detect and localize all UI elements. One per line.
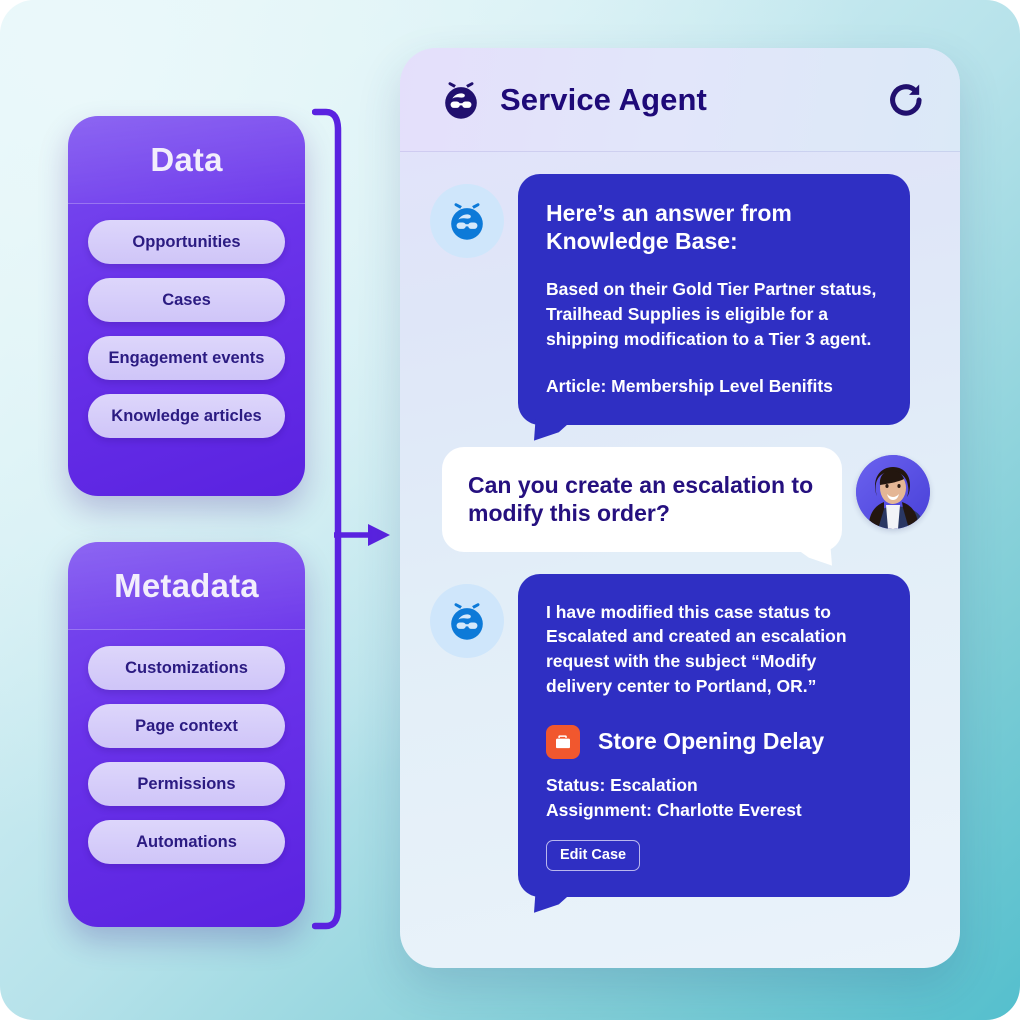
source-item-automations[interactable]: Automations	[88, 820, 285, 864]
source-card-data-title: Data	[150, 140, 223, 178]
bubble-paragraph: Based on their Gold Tier Partner status,…	[546, 279, 877, 349]
page-title: Service Agent	[500, 81, 707, 117]
source-item-opportunities[interactable]: Opportunities	[88, 220, 285, 264]
source-item-engagement-events[interactable]: Engagement events	[88, 336, 285, 380]
bubble-heading: Here’s an answer from Knowledge Base:	[546, 200, 792, 254]
chat-message-bot-knowledge: Here’s an answer from Knowledge Base: Ba…	[430, 174, 930, 425]
chat-bubble: Can you create an escalation to modify t…	[442, 446, 842, 552]
briefcase-glyph	[556, 735, 570, 749]
source-item-label: Automations	[136, 832, 237, 851]
source-item-page-context[interactable]: Page context	[88, 704, 285, 748]
source-card-data-list: Opportunities Cases Engagement events Kn…	[68, 204, 305, 456]
source-card-data-header: Data	[68, 116, 305, 204]
source-card-metadata-header: Metadata	[68, 542, 305, 630]
record-card-fields: Status: Escalation Assignment: Charlotte…	[546, 773, 884, 824]
chat-message-user: Can you create an escalation to modify t…	[430, 446, 930, 552]
source-item-permissions[interactable]: Permissions	[88, 762, 285, 806]
agent-bot-icon	[451, 602, 483, 640]
arrow-right-icon	[334, 524, 390, 546]
source-card-data: Data Opportunities Cases Engagement even…	[68, 116, 305, 496]
source-card-metadata-list: Customizations Page context Permissions …	[68, 630, 305, 882]
source-item-label: Permissions	[137, 774, 236, 793]
record-card[interactable]: Store Opening Delay Status: Escalation A…	[546, 724, 884, 871]
chat-header: Service Agent	[400, 48, 960, 152]
bubble-paragraph: Can you create an escalation to modify t…	[468, 471, 814, 527]
agent-bot-icon	[445, 81, 477, 119]
bubble-paragraph: I have modified this case status to Esca…	[546, 601, 847, 697]
avatar	[430, 184, 504, 258]
source-card-metadata-title: Metadata	[114, 566, 259, 604]
service-agent-panel: Service Agent	[400, 48, 960, 968]
bubble-article-reference: Article: Membership Level Benifits	[546, 375, 833, 396]
user-photo-avatar	[856, 454, 930, 529]
refresh-icon	[890, 83, 922, 116]
agent-bot-icon	[451, 203, 483, 240]
record-field-assignment: Assignment: Charlotte Everest	[546, 800, 802, 821]
briefcase-icon	[546, 724, 580, 759]
chat-bubble: Here’s an answer from Knowledge Base: Ba…	[518, 174, 910, 425]
source-item-knowledge-articles[interactable]: Knowledge articles	[88, 394, 285, 438]
source-item-cases[interactable]: Cases	[88, 278, 285, 322]
avatar	[430, 583, 504, 658]
source-item-label: Page context	[135, 716, 238, 735]
source-item-label: Cases	[162, 290, 211, 309]
source-item-label: Customizations	[125, 658, 248, 677]
edit-case-button[interactable]: Edit Case	[546, 839, 641, 871]
record-card-title: Store Opening Delay	[598, 728, 825, 755]
bracket-right-icon	[312, 108, 342, 930]
source-item-label: Engagement events	[108, 348, 265, 367]
source-item-label: Opportunities	[132, 232, 241, 251]
chat-message-bot-escalation: I have modified this case status to Esca…	[430, 573, 930, 897]
chat-bubble: I have modified this case status to Esca…	[518, 573, 910, 897]
chat-message-list: Here’s an answer from Knowledge Base: Ba…	[400, 152, 960, 923]
source-item-label: Knowledge articles	[111, 406, 262, 425]
source-card-metadata: Metadata Customizations Page context Per…	[68, 542, 305, 927]
source-item-customizations[interactable]: Customizations	[88, 646, 285, 690]
avatar	[856, 454, 930, 529]
refresh-button[interactable]	[884, 77, 930, 123]
record-field-status: Status: Escalation	[546, 774, 698, 795]
record-card-header: Store Opening Delay	[546, 724, 884, 759]
